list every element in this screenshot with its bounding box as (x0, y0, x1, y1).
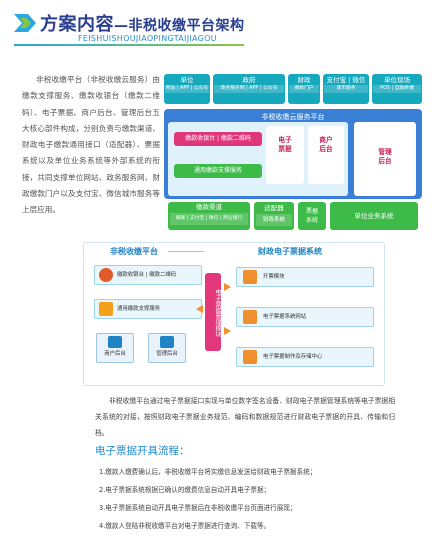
merchant-box: 商户 后台 (308, 126, 344, 184)
computer-icon (108, 336, 122, 348)
arrow-right-icon (224, 283, 231, 291)
flow-step: 4.缴款人登陆非税收缴平台对电子票据进行查询、下载等。 (99, 522, 271, 530)
website-item: 电子票据系统网站 (236, 307, 374, 327)
arrow-left-icon (196, 305, 203, 313)
e-ticket-integration-diagram: 非税收缴平台 财政电子票据系统 缴款收银台 | 缴款二维码 通用缴款支撑服务 商… (83, 242, 385, 386)
admin-box: 管理 后台 (354, 122, 416, 196)
flow-step: 3.电子票据系统自动开具电子票据后在非税收缴平台页面进行展现； (99, 504, 297, 512)
merchant-card: 商户后台 (96, 333, 134, 363)
flow-steps: 1.缴款人缴费确认后，非税收缴平台将实缴信息发送给财政电子票据系统； 2.电子票… (99, 463, 399, 535)
integration-paragraph: 非税收缴平台通过电子票据接口实现与单位数字签名设备、财政电子票据管理系统等电子票… (95, 397, 395, 437)
flow-step: 1.缴款人缴费确认后，非税收缴平台将实缴信息发送给财政电子票据系统； (99, 468, 317, 476)
issue-icon (243, 270, 257, 284)
issue-module-item: 开票模块 (236, 267, 374, 287)
left-panel-title: 非税收缴平台 (110, 247, 158, 256)
flow-title: 电子票据开具流程： (95, 445, 190, 457)
title-pinyin: FEISHUISHOUJIAOPINGTAIJIAGOU (78, 34, 217, 43)
support-item: 通用缴款支撑服务 (94, 299, 202, 319)
website-icon (243, 310, 257, 324)
right-panel-title: 财政电子票据系统 (258, 247, 322, 256)
business-system-box: 单位业务系统 (330, 202, 418, 230)
e-ticket-box: 电子 票据 (266, 126, 304, 184)
title-underline (14, 44, 244, 46)
storage-center-item: 电子票据制作及存储中心 (236, 347, 374, 367)
top-box-government: 政府政务服务网 | APP | 公众号 (213, 74, 285, 104)
flow-step: 2.电子票据系统根据已确认的缴费信息自动开具电子票据； (99, 486, 271, 494)
intro-paragraph: 非税收缴平台（非税收缴云服务）由缴款支撑服务、缴款收银台（缴款二维码）、电子票据… (22, 75, 160, 215)
support-box: 通用缴款支撑服务 (174, 164, 262, 178)
cloud-service-title: 非税收缴云服务平台 (261, 113, 325, 121)
arrow-right-icon (224, 327, 231, 335)
ticket-system-box: 票据 系统 (298, 202, 326, 230)
architecture-diagram: 单位网站 | APP | 公众号 政府政务服务网 | APP | 公众号 财政缴… (164, 74, 422, 232)
adapter-box: 适配器 财政系统 (254, 202, 294, 230)
cashier-icon (99, 268, 113, 282)
storage-icon (243, 350, 257, 364)
support-icon (99, 302, 113, 316)
top-box-alipay-wechat: 支付宝 | 微信城市服务 (323, 74, 369, 104)
core-components: 缴款收银台 | 缴款二维码 通用缴款支撑服务 电子 票据 商户 后台 (168, 122, 348, 196)
page-subtitle: —非税收缴平台架构 (114, 18, 245, 34)
top-box-finance: 财政缴款门户 (288, 74, 320, 104)
admin-card: 管理后台 (148, 333, 186, 363)
cashier-box: 缴款收银台 | 缴款二维码 (174, 132, 262, 146)
top-box-unit: 单位网站 | APP | 公众号 (164, 74, 210, 104)
cloud-service-band: 非税收缴云服务平台 缴款收银台 | 缴款二维码 通用缴款支撑服务 电子 票据 商… (164, 109, 422, 199)
cashier-item: 缴款收银台 | 缴款二维码 (94, 265, 202, 285)
computer-icon (160, 336, 174, 348)
e-ticket-module: 电子票据管理模块 (205, 273, 221, 351)
divider (168, 251, 204, 252)
page-title: 方案内容—非税收缴平台架构 (40, 14, 245, 35)
channel-box: 缴款渠道 银联 | 支付宝 | 微信 | 商业银行 (168, 202, 250, 230)
arrow-icon (14, 14, 36, 32)
section-header: 方案内容—非税收缴平台架构 FEISHUISHOUJIAOPINGTAIJIAG… (14, 10, 264, 46)
